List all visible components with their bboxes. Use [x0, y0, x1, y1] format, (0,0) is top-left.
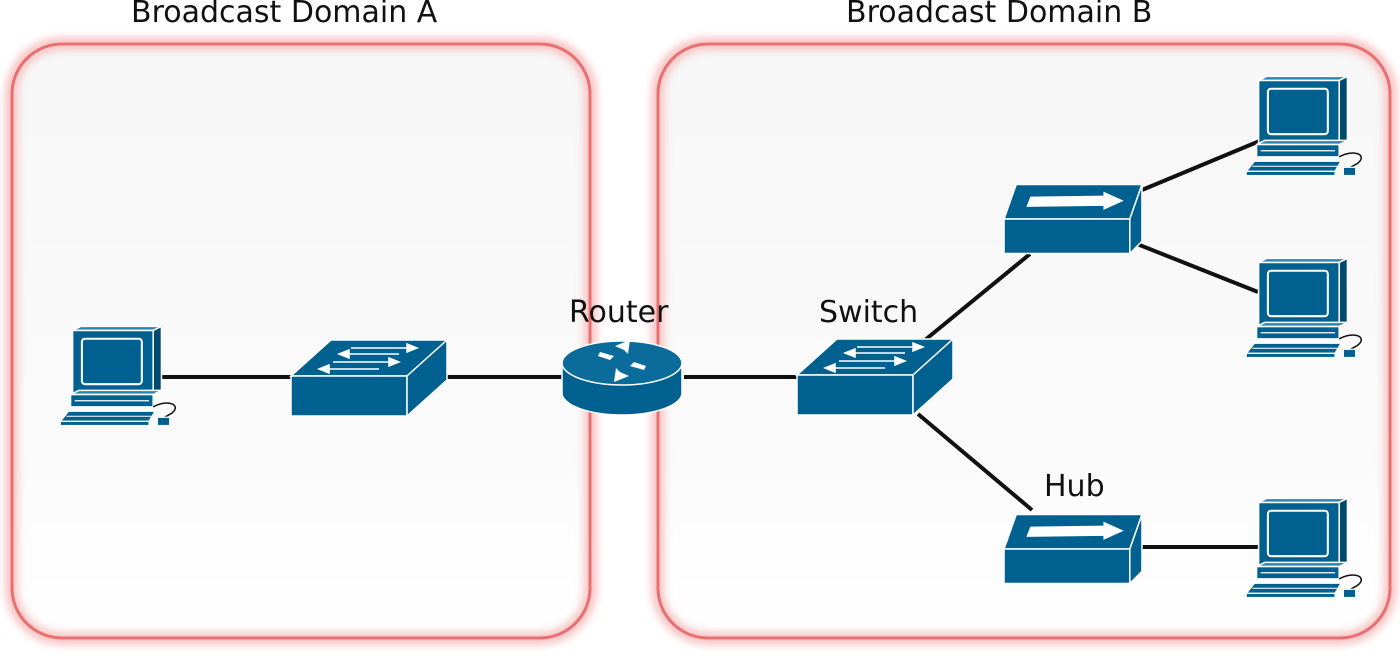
links — [150, 138, 1263, 549]
domain-a-region — [5, 37, 597, 645]
router-label: Router — [569, 295, 669, 330]
hub-label: Hub — [1044, 469, 1105, 504]
link-switch-b-hub — [916, 412, 1034, 512]
switch-label: Switch — [819, 295, 919, 330]
router-icon — [561, 340, 683, 416]
hub-icon — [1003, 183, 1143, 255]
link-top-switch-pc1 — [1141, 138, 1263, 192]
link-top-switch-pc2 — [1131, 240, 1259, 294]
domain-a-title: Broadcast Domain A — [131, 0, 438, 30]
domain-b-region — [651, 37, 1397, 645]
link-switch-b-top-switch — [923, 252, 1032, 342]
domain-b-title: Broadcast Domain B — [846, 0, 1153, 30]
hub-icon — [1003, 513, 1143, 585]
